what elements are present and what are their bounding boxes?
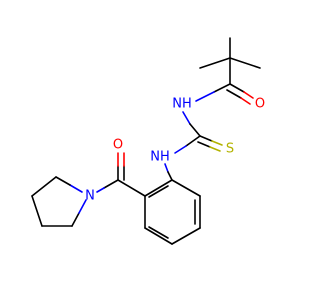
bond-pyr-5b bbox=[78, 199, 87, 214]
bond-nh-thio-b bbox=[189, 123, 201, 137]
structure-diagram: O NH S NH O N bbox=[31, 37, 265, 245]
bond-carbonyl-o-2b bbox=[240, 97, 251, 105]
bond-aryl-carbonyl bbox=[117, 179, 146, 197]
bond-tbu-methyl-right bbox=[229, 57, 261, 69]
bond-nh-aryl-a bbox=[164, 163, 169, 173]
bond-carbonyl-o-1a bbox=[229, 83, 245, 93]
bond-ring-6-inner bbox=[148, 185, 169, 198]
bond-carbonyl-n-b bbox=[96, 187, 105, 193]
bond-ring-4 bbox=[144, 227, 173, 245]
bond-thione-2a bbox=[197, 141, 211, 148]
molecule-canvas: O NH S NH O N bbox=[31, 37, 265, 245]
bond-pyr-3 bbox=[31, 195, 43, 227]
bond-ring-1 bbox=[171, 179, 201, 197]
bond-pyr-5a bbox=[71, 212, 80, 227]
bond-carbonyl-n-a bbox=[103, 179, 119, 189]
atom-nh-thiourea: NH bbox=[150, 150, 170, 165]
bond-carbonyl-nh-b bbox=[195, 91, 215, 102]
atom-oxygen-carbonyl-top: O bbox=[255, 97, 265, 112]
bond-ring-4-inner bbox=[148, 226, 169, 239]
bond-thione-2b bbox=[209, 146, 221, 152]
atom-sulfur-thione: S bbox=[226, 142, 234, 157]
bond-pyr-1a bbox=[69, 184, 83, 193]
atom-oxygen-carbonyl-left: O bbox=[113, 138, 123, 153]
bond-nh-aryl-b bbox=[167, 171, 173, 181]
bond-carbonyl-o-2a bbox=[226, 89, 242, 99]
bond-pyr-1b bbox=[55, 176, 71, 186]
bond-ring-6 bbox=[144, 179, 173, 197]
bond-nh-thio-a bbox=[182, 111, 191, 125]
bond-thio-nh-a bbox=[185, 135, 201, 147]
atom-nh-amide: NH bbox=[172, 97, 192, 112]
bond-thione-1b bbox=[211, 140, 223, 146]
atom-nitrogen-pyrrolidine: N bbox=[85, 189, 95, 204]
bond-tbu-methyl-left bbox=[199, 57, 231, 69]
bond-pyr-2 bbox=[31, 176, 57, 197]
bond-thione-1a bbox=[199, 135, 213, 142]
bond-carbonyl-nh-a bbox=[213, 83, 231, 93]
bond-thio-nh-b bbox=[174, 145, 187, 154]
bond-ring-3 bbox=[171, 227, 201, 245]
bond-carbonyl-o-1b bbox=[243, 91, 254, 99]
